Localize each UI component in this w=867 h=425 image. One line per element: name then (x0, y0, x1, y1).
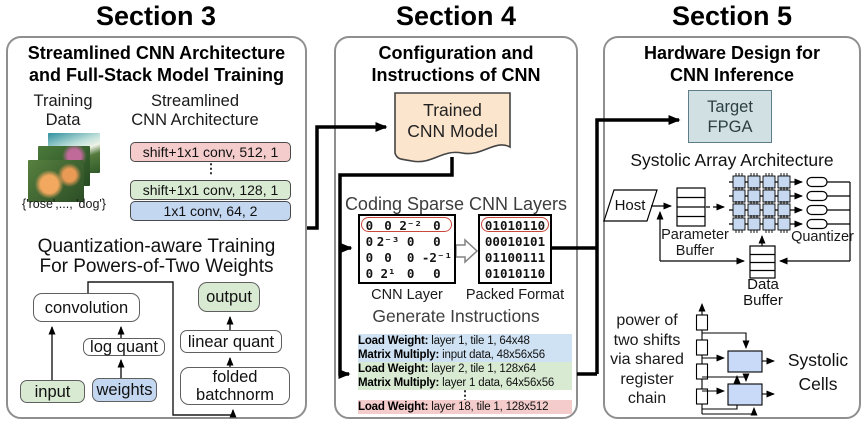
host-label: Host (614, 197, 646, 214)
coding-sparse-label: Coding Sparse CNN Layers (344, 194, 568, 214)
instruction-args: layer 2, tile 1, 128x64 (431, 363, 536, 375)
systolic-array-title: Systolic Array Architecture (630, 150, 834, 170)
data-buffer-label: Data Buffer (743, 276, 783, 309)
output-box: output (198, 282, 260, 312)
panel4-title-line2: Instructions of CNN (371, 65, 541, 85)
linear-quant-box: linear quant (180, 330, 282, 353)
section3-header: Section 3 (95, 1, 217, 31)
instruction-op: Matrix Multiply: (358, 349, 440, 361)
instruction-row: Matrix Multiply:input data, 48x56x56 (358, 348, 572, 362)
instruction-args: layer 1, tile 1, 64x48 (431, 335, 530, 347)
cnn-layer-caption: CNN Layer (371, 287, 443, 303)
training-image-front (28, 160, 84, 202)
weights-box: weights (92, 378, 157, 402)
cnn-layer-box-512: shift+1x1 conv, 512, 1 (130, 142, 291, 162)
instruction-op: Load Weight: (358, 363, 429, 375)
cnn-layer-box-128: shift+1x1 conv, 128, 1 (130, 180, 291, 200)
instruction-row: Load Weight:layer 18, tile 1, 128x512 (358, 400, 572, 414)
cnn-layer-box-64: 1x1 conv, 64, 2 (130, 201, 291, 221)
shift-note: power of two shifts via shared register … (610, 312, 684, 407)
panel3-title-line2: and Full-Stack Model Training (28, 65, 285, 85)
instruction-op: Load Weight: (358, 401, 429, 413)
systolic-cells-label: Systolic Cells (787, 350, 849, 394)
target-fpga-box: Target FPGA (688, 90, 772, 143)
streamlined-arch-label: Streamlined CNN Architecture (131, 92, 259, 129)
packed-format-box: 01010110 00010101 01100111 01010110 (478, 214, 552, 284)
panel5-title-line2: CNN Inference (669, 65, 795, 85)
log-quant-box: log quant (83, 338, 165, 356)
generate-instructions-label: Generate Instructions (372, 306, 540, 326)
qat-title: Quantization-aware Training For Powers-o… (37, 236, 276, 277)
quantizer-label: Quantizer (791, 229, 854, 245)
convolution-box: convolution (33, 293, 140, 322)
folded-batchnorm-box: folded batchnorm (180, 367, 290, 405)
section4-header: Section 4 (395, 1, 517, 31)
instruction-op: Load Weight: (358, 335, 429, 347)
packed-row-highlight (481, 216, 549, 232)
instruction-args: layer 18, tile 1, 128x512 (431, 401, 549, 413)
panel3-title-line1: Streamlined CNN Architecture (27, 43, 286, 63)
instruction-ellipsis: ⋮ (458, 388, 472, 403)
training-data-label: Training Data (33, 92, 93, 129)
instruction-row: Matrix Multiply:layer 1 data, 64x56x56 (358, 376, 572, 390)
class-labels: {'rose',..., 'dog'} (22, 197, 106, 211)
section5-header: Section 5 (671, 1, 793, 31)
panel5-title-line1: Hardware Design for (643, 43, 821, 63)
instruction-op: Matrix Multiply: (358, 377, 440, 389)
layer-stack-ellipsis: ⋮ (204, 161, 218, 176)
input-box: input (20, 380, 85, 403)
instruction-args: layer 1 data, 64x56x56 (442, 377, 555, 389)
parameter-buffer-label: Parameter Buffer (661, 227, 729, 259)
matrix-row-highlight (361, 216, 452, 232)
packed-format-caption: Packed Format (465, 287, 565, 303)
instruction-row: Load Weight:layer 1, tile 1, 64x48 (358, 334, 572, 348)
panel4-title-line1: Configuration and (378, 43, 534, 63)
instruction-row: Load Weight:layer 2, tile 1, 128x64 (358, 362, 572, 376)
trained-model-label: Trained CNN Model (407, 100, 498, 141)
